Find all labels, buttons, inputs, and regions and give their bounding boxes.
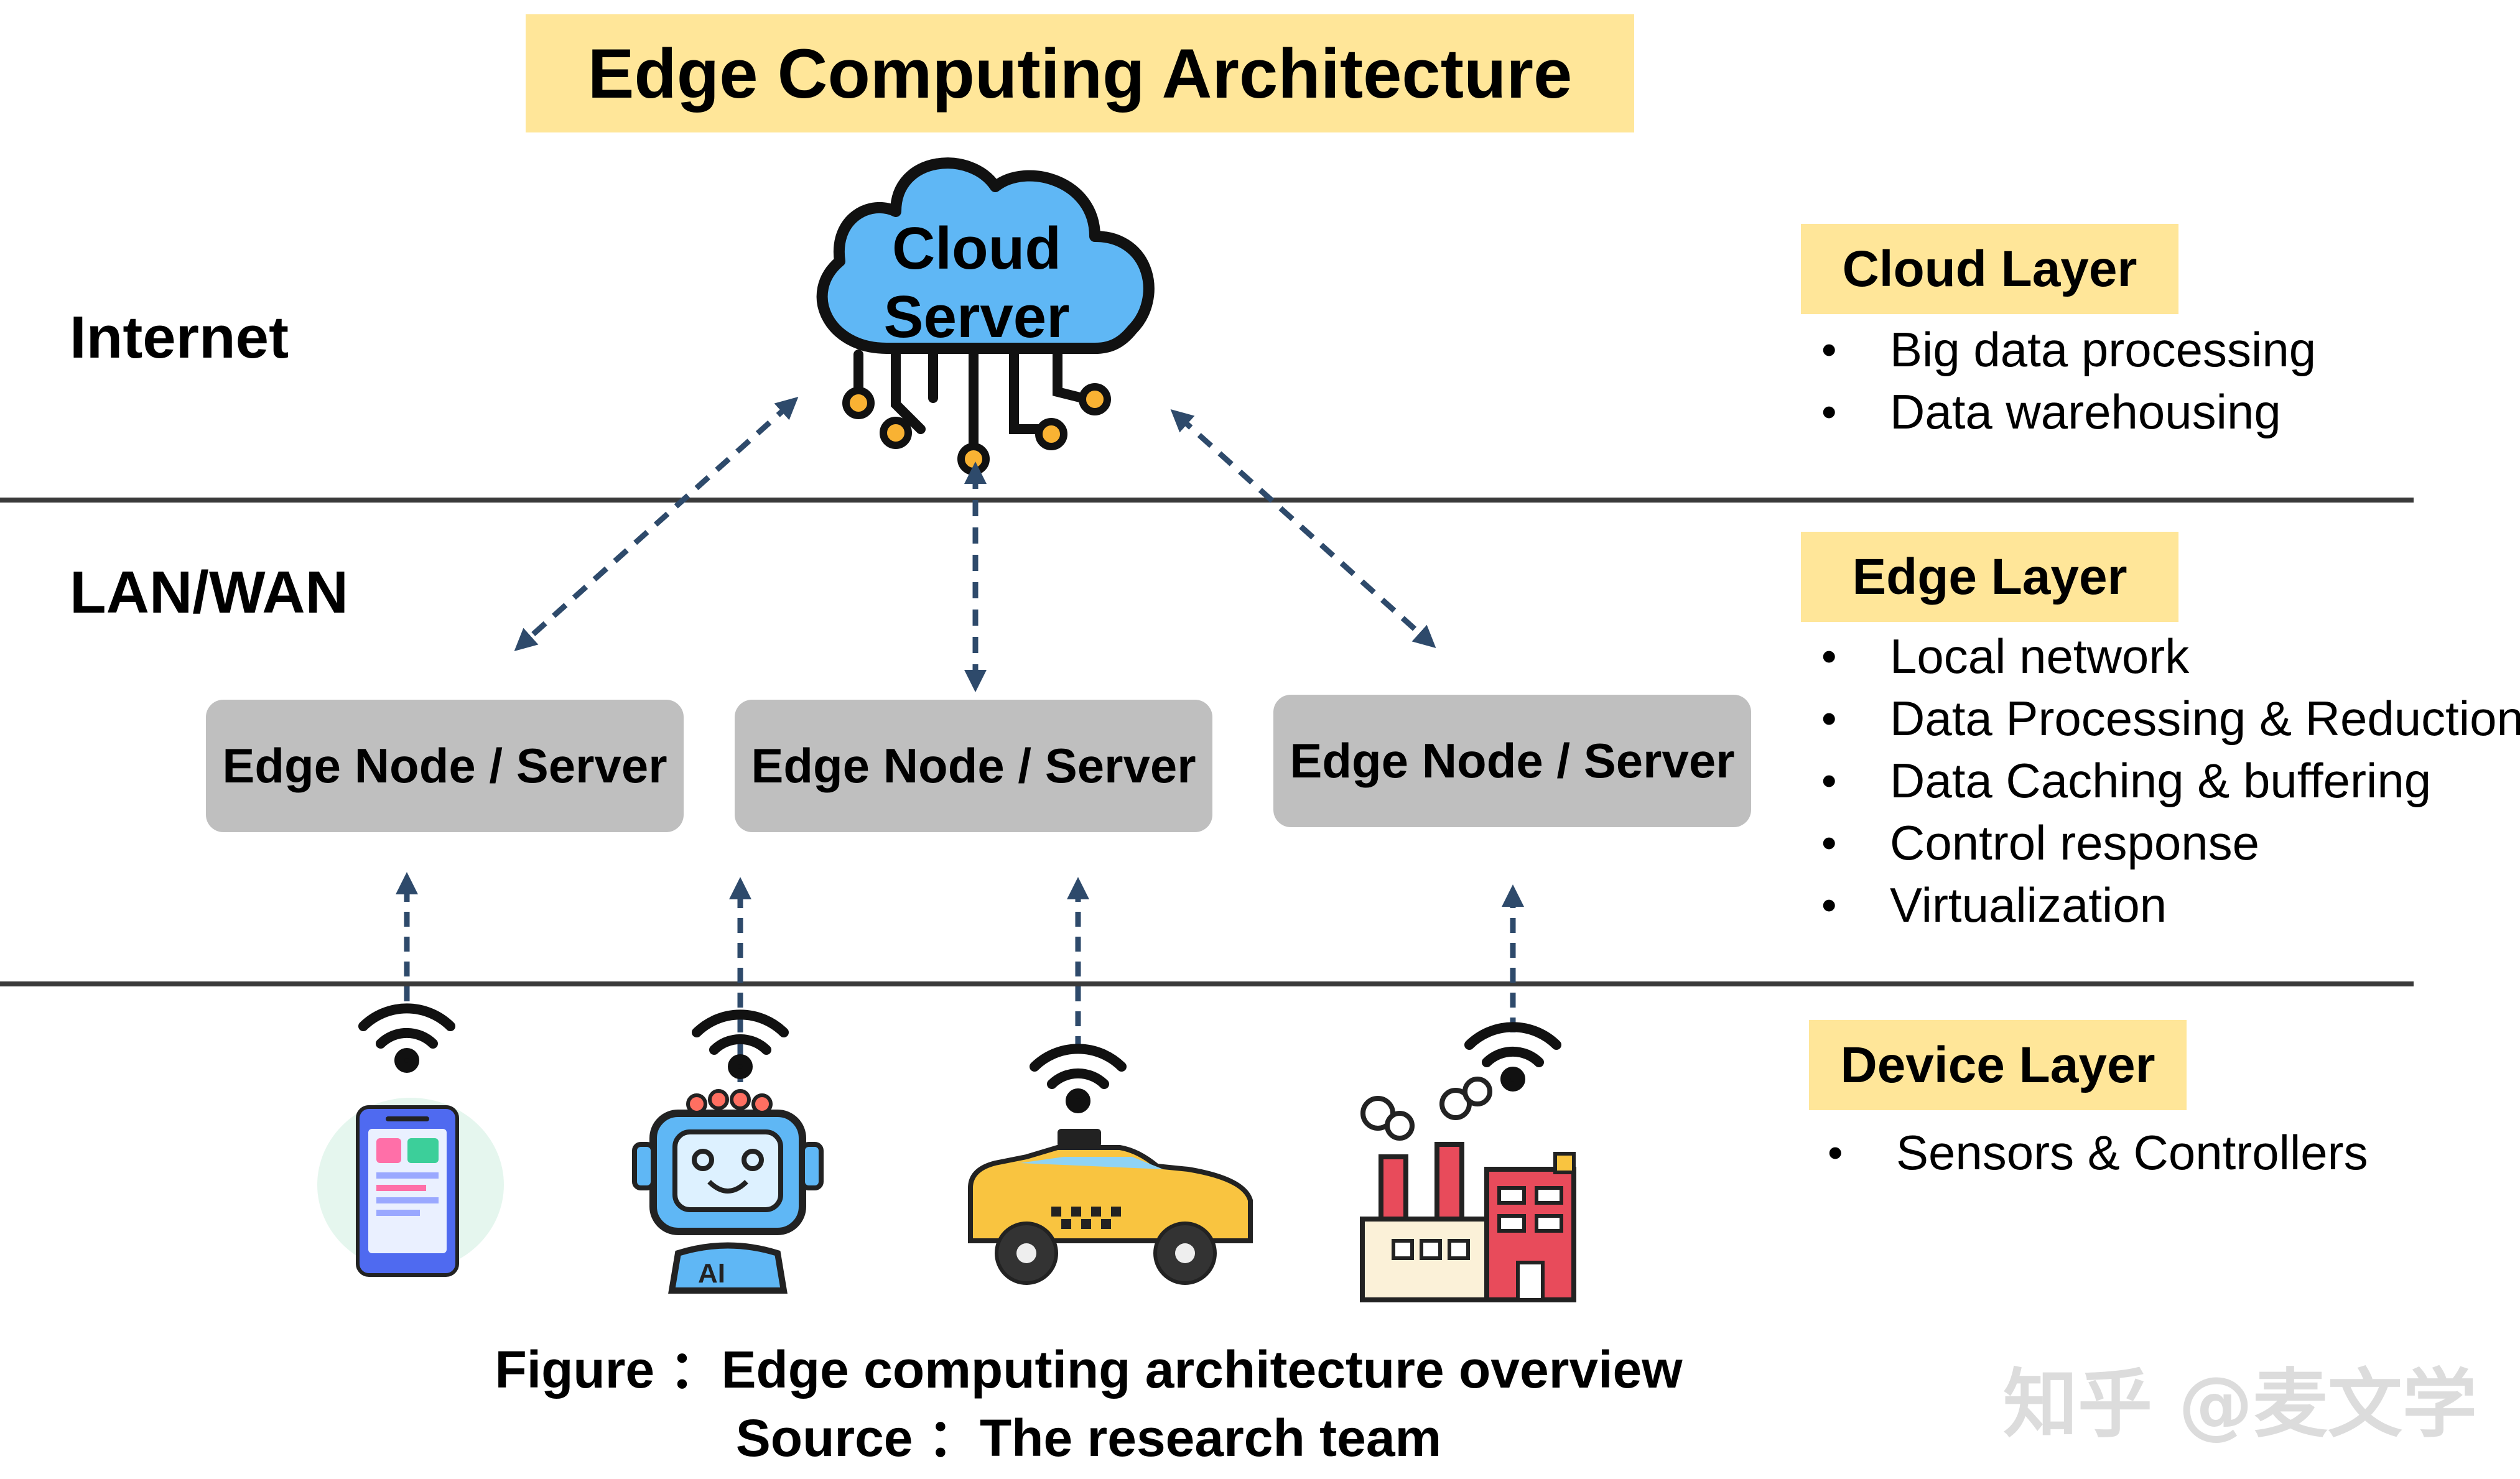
ai-robot-icon: AI bbox=[632, 1089, 824, 1294]
ai-badge: AI bbox=[698, 1258, 725, 1289]
factory-icon bbox=[1360, 1077, 1576, 1302]
edge-layer-list: Local network Data Processing & Reductio… bbox=[1821, 625, 2520, 936]
wifi-icon-1 bbox=[358, 1003, 455, 1073]
cloud-server-icon bbox=[816, 157, 1155, 475]
edge-node-2: Edge Node / Server bbox=[735, 700, 1212, 832]
cloud-label-line1: Cloud bbox=[892, 215, 1061, 282]
divider-lan-device bbox=[0, 981, 2414, 986]
device-layer-heading: Device Layer bbox=[1809, 1020, 2187, 1110]
smartphone-icon bbox=[317, 1098, 504, 1277]
list-item: Data warehousing bbox=[1821, 381, 2316, 443]
list-item: Data Processing & Reduction bbox=[1821, 687, 2520, 749]
wifi-icon-3 bbox=[1030, 1044, 1127, 1113]
zone-label-internet: Internet bbox=[70, 304, 289, 371]
list-item: Local network bbox=[1821, 625, 2520, 687]
source-caption: Source ：The research team bbox=[735, 1409, 1442, 1467]
zone-label-lan-wan: LAN/WAN bbox=[70, 559, 348, 626]
edge-node-3: Edge Node / Server bbox=[1273, 695, 1751, 827]
edge-layer-heading: Edge Layer bbox=[1801, 532, 2178, 622]
cloud-layer-heading: Cloud Layer bbox=[1801, 224, 2178, 314]
cloud-label-line2: Server bbox=[883, 284, 1070, 350]
watermark: 知乎 @麦文学 bbox=[2003, 1361, 2477, 1448]
arrow-cloud-node-1 bbox=[514, 396, 799, 652]
list-item: Virtualization bbox=[1821, 874, 2520, 936]
cloud-layer-list: Big data processing Data warehousing bbox=[1821, 318, 2316, 443]
list-item: Big data processing bbox=[1821, 318, 2316, 381]
list-item: Data Caching & buffering bbox=[1821, 749, 2520, 812]
list-item: Control response bbox=[1821, 812, 2520, 874]
wifi-icon-2 bbox=[692, 1009, 789, 1079]
device-layer-list: Sensors & Controllers bbox=[1828, 1121, 2368, 1184]
edge-node-1: Edge Node / Server bbox=[206, 700, 684, 832]
list-item: Sensors & Controllers bbox=[1828, 1121, 2368, 1184]
cloud-server-label: Cloud Server bbox=[871, 215, 1082, 351]
taxi-icon bbox=[968, 1129, 1253, 1285]
diagram-title: Edge Computing Architecture bbox=[526, 14, 1634, 132]
figure-caption: Figure ：Edge computing architecture over… bbox=[495, 1340, 1683, 1399]
arrow-cloud-node-3 bbox=[1170, 409, 1436, 649]
wifi-icon-4 bbox=[1464, 1022, 1561, 1092]
